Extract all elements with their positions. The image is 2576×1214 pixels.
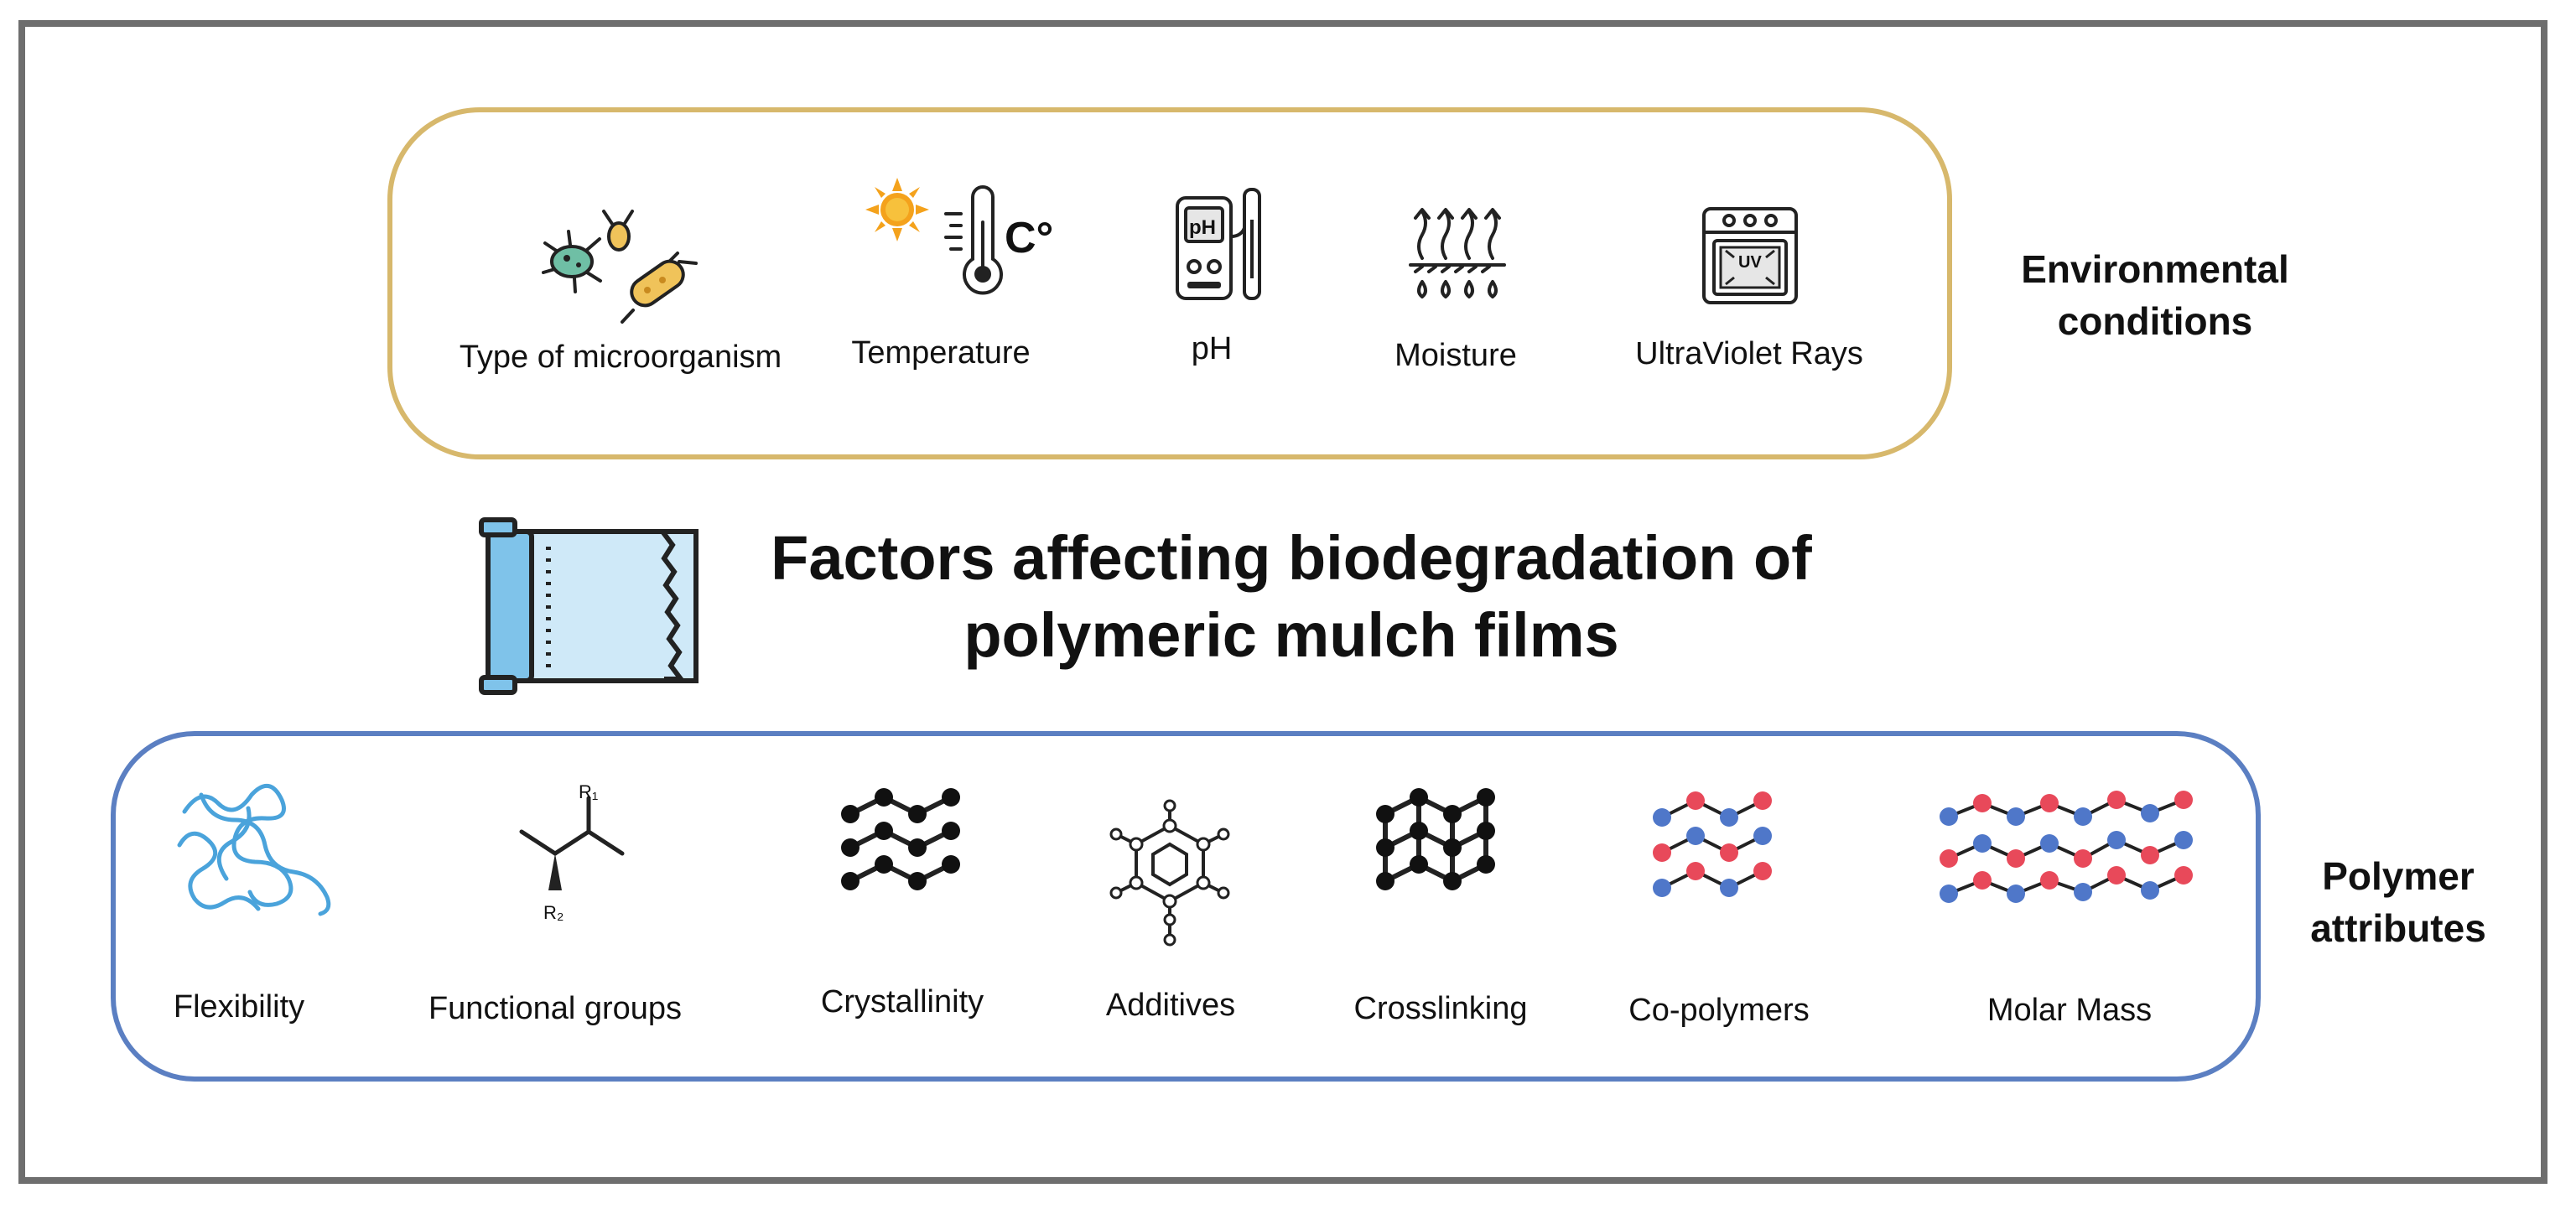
microorganism-icon [542,210,698,324]
figure-frame [18,20,2547,1184]
poly-label-crosslinking: Crosslinking [1353,991,1528,1026]
figure-title: Factors affecting biodegradation of poly… [771,523,1812,670]
additive-molecule-icon [1109,799,1230,947]
env-label-uv: UltraViolet Rays [1635,336,1863,371]
poly-label-molar-mass: Molar Mass [1987,993,2153,1028]
env-label-moisture: Moisture [1394,338,1517,373]
poly-label-copolymers: Co-polymers [1628,993,1810,1028]
r1-label: R₁ [579,781,599,802]
temperature-unit: C° [1005,214,1054,262]
sun-icon [865,178,929,241]
functional-group-icon [519,796,625,890]
moisture-icon [1409,208,1506,298]
ph-meter-display: pH [1189,216,1216,239]
ph-meter-icon [1176,188,1261,300]
env-label-ph: pH [1191,331,1233,366]
polymer-coil-icon [177,784,331,916]
uv-display: UV [1738,253,1762,272]
copolymer-chains-icon [1653,791,1772,897]
poly-label-additives: Additives [1105,988,1236,1023]
thermometer-icon [944,185,1003,295]
polymer-heading: Polymer attributes [2310,854,2486,950]
poly-label-crystallinity: Crystallinity [820,984,984,1019]
long-chains-icon [1940,791,2193,903]
environmental-conditions-box [387,107,1952,459]
env-label-microorganism: Type of microorganism [459,340,782,375]
r2-label: R₂ [543,902,564,923]
crystalline-chains-icon [841,788,960,890]
poly-label-functional-groups: Functional groups [428,991,683,1026]
env-label-temperature: Temperature [851,335,1031,371]
mulch-film-roll-icon [479,517,699,695]
poly-label-flexibility: Flexibility [173,989,305,1025]
environmental-heading: Environmental conditions [2021,247,2289,343]
uv-lamp-icon [1702,207,1798,304]
crosslinked-network-icon [1376,788,1495,890]
polymer-attributes-box [111,731,2261,1082]
